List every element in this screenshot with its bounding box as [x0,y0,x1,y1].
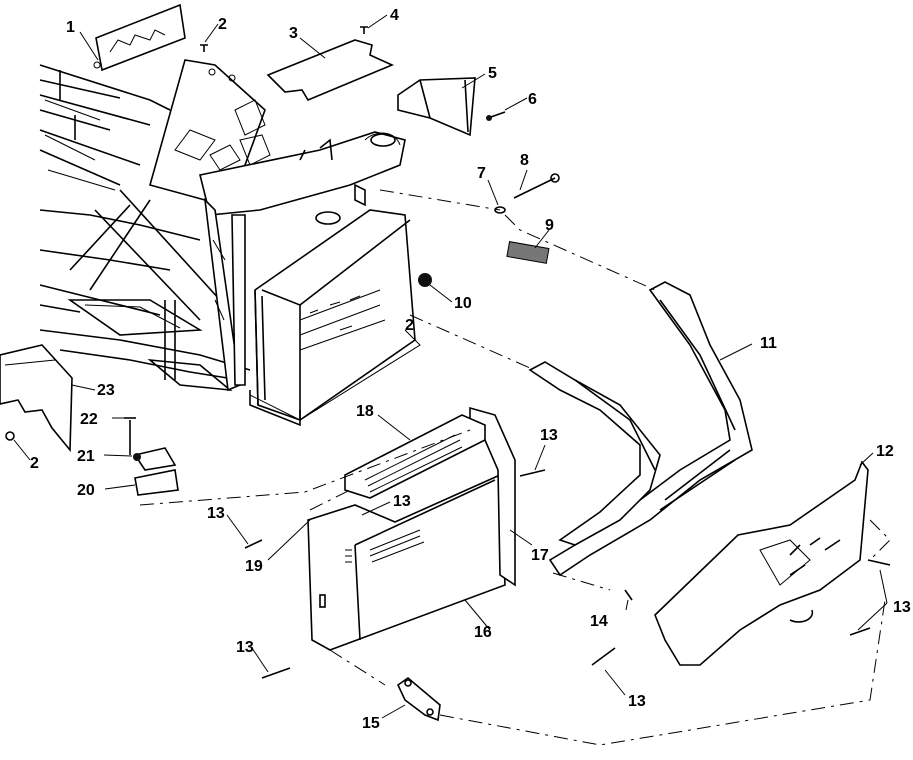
callout-6: 6 [528,91,537,108]
latch-21 [133,447,177,471]
callout-13-bottom-left: 13 [236,639,254,656]
bracket-20 [134,469,179,496]
callout-10: 10 [454,295,472,312]
leader-lines [13,14,888,719]
bracket-5 [397,77,476,137]
callout-15: 15 [362,715,380,732]
side-shield-23 [0,344,73,453]
callout-18: 18 [356,403,374,420]
callout-13-bottom: 13 [628,693,646,710]
nut-icon [418,273,432,287]
callout-7: 7 [477,165,486,182]
callout-13-grille: 13 [393,493,411,510]
bolts [5,26,560,455]
radiator [249,209,421,427]
cover-3 [266,39,395,102]
callout-8: 8 [520,152,529,169]
callout-23: 23 [97,382,115,399]
callout-5: 5 [488,65,497,82]
nose-panel-16 [307,473,506,651]
bumper-11 [528,281,753,577]
callout-12: 12 [876,443,894,460]
callout-13-top: 13 [540,427,558,444]
callout-11: 11 [760,335,777,352]
callout-labels: 1 2 3 4 5 6 7 8 9 10 2 11 12 23 22 21 20… [30,7,911,732]
callout-17: 17 [531,547,549,564]
callout-2-radiator: 2 [405,317,414,334]
callout-2-shield: 2 [30,455,39,472]
callout-3: 3 [289,25,298,42]
bracket-15 [396,676,441,722]
callout-21: 21 [77,448,95,465]
callout-19: 19 [245,558,263,575]
callout-4: 4 [390,7,399,24]
callout-9: 9 [545,217,554,234]
callout-14: 14 [590,613,608,630]
callout-2: 2 [218,16,227,33]
callout-22: 22 [80,411,98,428]
screws-13 [244,469,891,679]
callout-20: 20 [77,482,95,499]
callout-13-left: 13 [207,505,225,522]
callout-16: 16 [474,624,492,641]
grille-18 [344,414,486,499]
assembly-lines [139,189,891,746]
skid-plate-12 [654,460,869,666]
callout-1: 1 [66,19,75,36]
chassis-frame [39,59,406,392]
callout-13-right: 13 [893,599,911,616]
plate-1 [93,3,186,72]
